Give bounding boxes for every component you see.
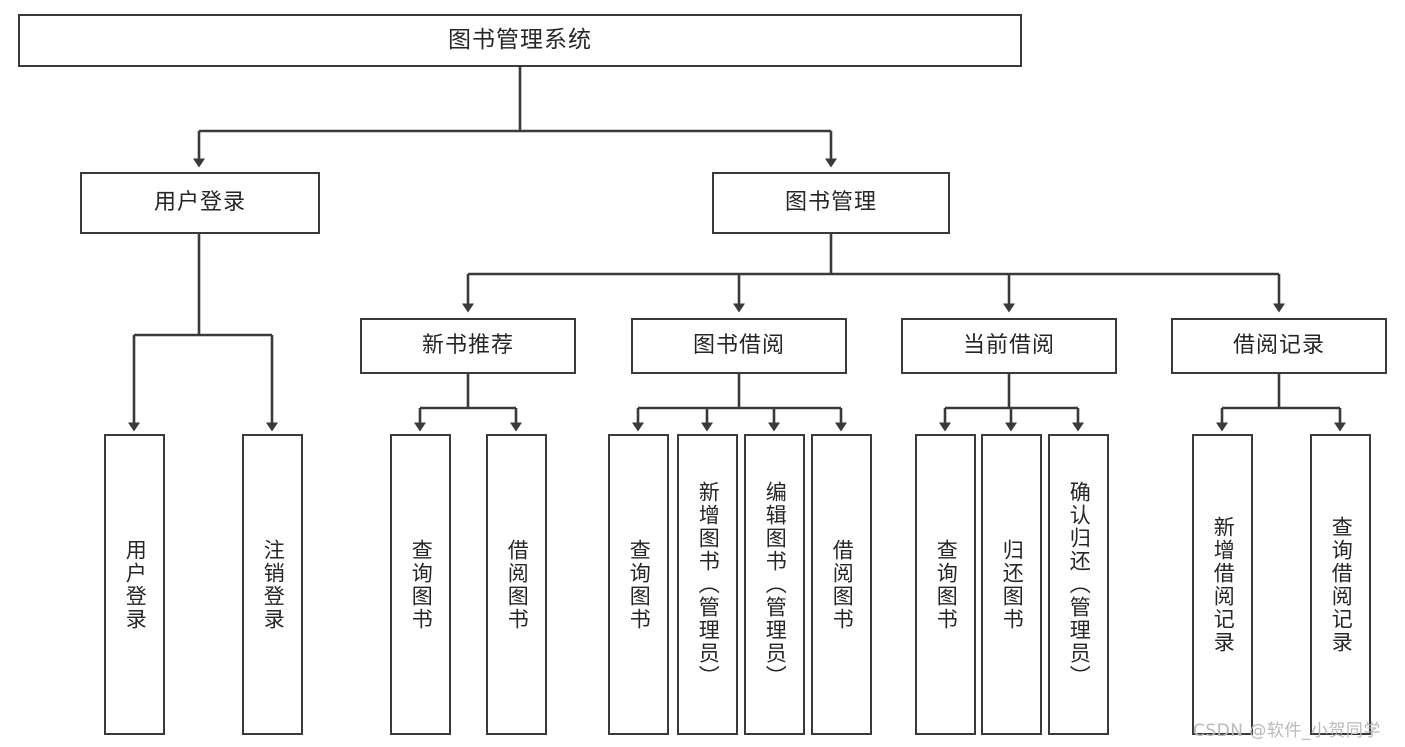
leaf-edit-book[interactable]: 编辑图书（管理员） [744,434,805,735]
leaf-query-book-2[interactable]: 查询图书 [608,434,669,735]
leaf-add-record-label: 新增借阅记录 [1211,515,1236,654]
node-borrow-record[interactable]: 借阅记录 [1171,318,1387,374]
node-root-label: 图书管理系统 [448,26,592,53]
leaf-return-book-label: 归还图书 [1000,538,1025,631]
node-new-book-recommend[interactable]: 新书推荐 [360,318,576,374]
node-current-borrow-label: 当前借阅 [962,332,1055,358]
node-book-borrow[interactable]: 图书借阅 [631,318,847,374]
leaf-add-book-label: 新增图书（管理员） [696,481,721,688]
leaf-edit-book-label: 编辑图书（管理员） [763,481,788,688]
leaf-add-book[interactable]: 新增图书（管理员） [677,434,738,735]
leaf-borrow-book-2-label: 借阅图书 [830,538,855,631]
leaf-confirm-return-label: 确认归还（管理员） [1067,481,1092,688]
watermark: CSDN @软件_小贺同学 [1193,721,1381,741]
leaf-user-login[interactable]: 用户登录 [104,434,165,735]
node-book-manage-label: 图书管理 [784,189,877,215]
node-book-manage[interactable]: 图书管理 [712,172,950,234]
node-new-book-recommend-label: 新书推荐 [421,332,514,358]
leaf-logout-login-label: 注销登录 [261,538,286,631]
node-borrow-record-label: 借阅记录 [1232,332,1325,358]
leaf-query-book-3[interactable]: 查询图书 [915,434,976,735]
leaf-query-book-3-label: 查询图书 [934,538,959,631]
node-book-borrow-label: 图书借阅 [692,332,785,358]
leaf-return-book[interactable]: 归还图书 [981,434,1042,735]
leaf-borrow-book-1[interactable]: 借阅图书 [486,434,547,735]
leaf-query-book-2-label: 查询图书 [627,538,652,631]
node-user-login[interactable]: 用户登录 [80,172,320,234]
leaf-confirm-return[interactable]: 确认归还（管理员） [1048,434,1109,735]
leaf-query-record[interactable]: 查询借阅记录 [1310,434,1371,735]
leaf-query-record-label: 查询借阅记录 [1329,515,1354,654]
leaf-logout-login[interactable]: 注销登录 [242,434,303,735]
leaf-query-book-1-label: 查询图书 [409,538,434,631]
node-user-login-label: 用户登录 [153,189,246,215]
node-current-borrow[interactable]: 当前借阅 [901,318,1117,374]
leaf-add-record[interactable]: 新增借阅记录 [1192,434,1253,735]
leaf-user-login-label: 用户登录 [123,538,148,631]
leaf-borrow-book-2[interactable]: 借阅图书 [811,434,872,735]
leaf-borrow-book-1-label: 借阅图书 [505,538,530,631]
node-root[interactable]: 图书管理系统 [18,14,1022,67]
leaf-query-book-1[interactable]: 查询图书 [390,434,451,735]
